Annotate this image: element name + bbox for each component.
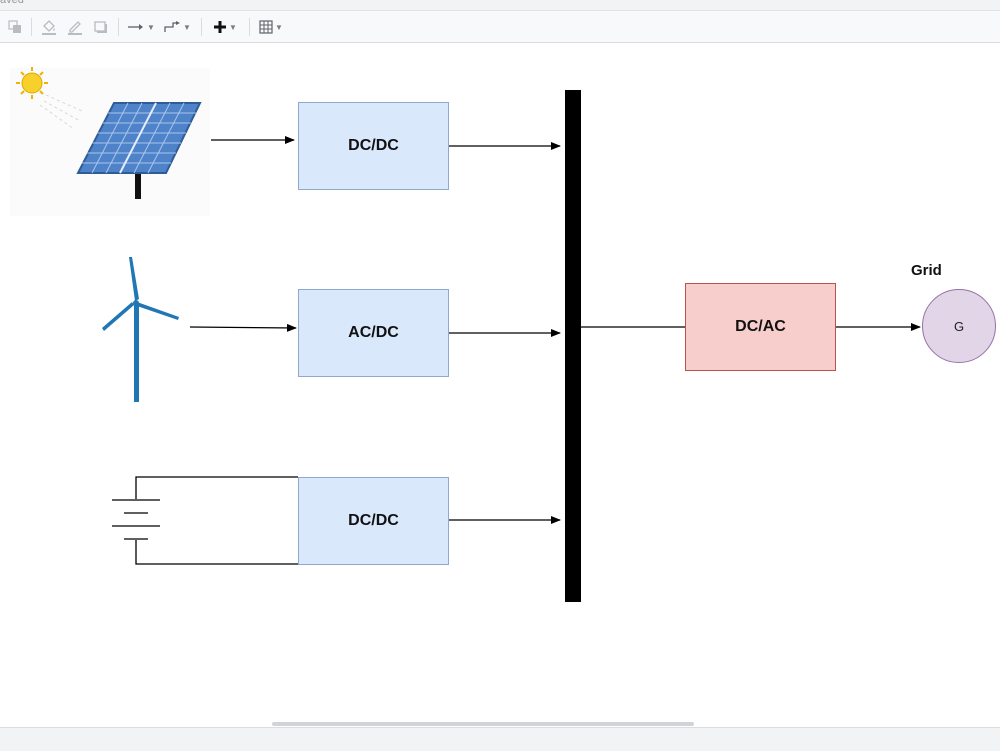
diagram-canvas[interactable]: DC/DC AC/DC DC/DC DC/AC Grid G bbox=[0, 43, 1000, 727]
sun-icon bbox=[16, 67, 83, 130]
chevron-down-icon: ▼ bbox=[229, 22, 237, 32]
connection-arrow-icon[interactable]: ▼ bbox=[126, 17, 156, 37]
grid-label: Grid bbox=[911, 262, 942, 279]
battery-dcdc-converter[interactable]: DC/DC bbox=[298, 477, 449, 565]
connector-layer bbox=[10, 67, 921, 602]
toolbar-separator bbox=[118, 18, 119, 36]
chevron-down-icon: ▼ bbox=[183, 22, 191, 32]
wind-acdc-converter[interactable]: AC/DC bbox=[298, 289, 449, 377]
waypoints-icon[interactable]: ▼ bbox=[162, 17, 192, 37]
table-icon[interactable]: ▼ bbox=[255, 17, 287, 37]
dc-bus-bar[interactable] bbox=[565, 90, 581, 602]
page-tabs-bar bbox=[0, 727, 1000, 751]
chevron-down-icon: ▼ bbox=[275, 22, 283, 32]
pv-dcdc-converter[interactable]: DC/DC bbox=[298, 102, 449, 190]
toolbar-separator bbox=[249, 18, 250, 36]
wind-turbine-icon[interactable] bbox=[102, 257, 179, 402]
to-front-icon[interactable] bbox=[4, 17, 26, 37]
fill-color-icon[interactable] bbox=[38, 17, 60, 37]
grid-generator[interactable]: G bbox=[922, 289, 996, 363]
status-strip: aved bbox=[0, 0, 1000, 11]
toolbar-separator bbox=[31, 18, 32, 36]
connector-wind-to-acdc[interactable] bbox=[189, 323, 297, 332]
line-color-icon[interactable] bbox=[64, 17, 86, 37]
dcac-inverter[interactable]: DC/AC bbox=[685, 283, 836, 371]
horizontal-scrollbar[interactable] bbox=[272, 722, 694, 726]
battery-icon[interactable] bbox=[112, 476, 298, 565]
toolbar: ▼ ▼ ▼ ▼ bbox=[0, 11, 1000, 43]
insert-plus-icon[interactable]: ▼ bbox=[209, 17, 241, 37]
shadow-icon[interactable] bbox=[90, 17, 112, 37]
chevron-down-icon: ▼ bbox=[147, 22, 155, 32]
solar-panel-icon[interactable] bbox=[10, 67, 210, 216]
toolbar-separator bbox=[201, 18, 202, 36]
save-status: aved bbox=[0, 0, 24, 6]
